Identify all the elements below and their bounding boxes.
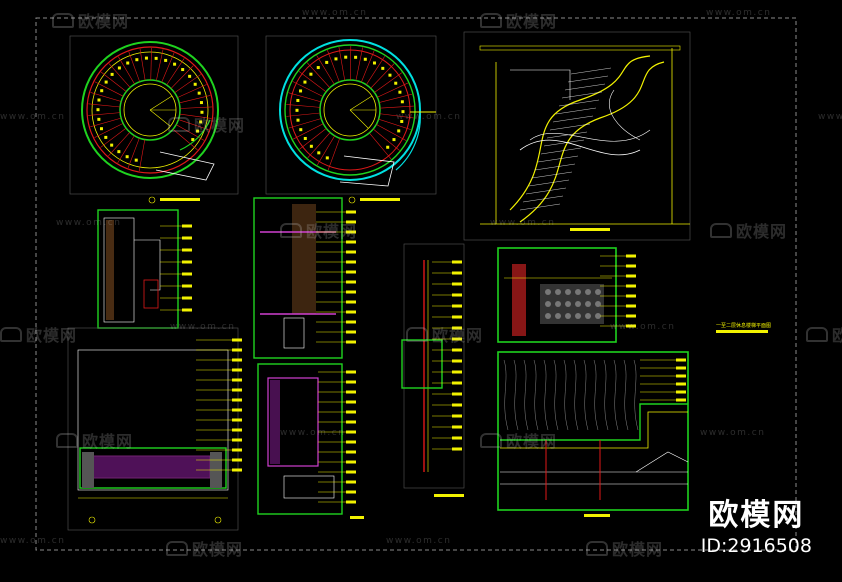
section-detail-b xyxy=(67,327,242,531)
drawing-title-mark xyxy=(716,330,768,333)
enlarged-detail-f xyxy=(497,247,636,343)
sheet-border xyxy=(35,17,797,551)
brand-stamp: 欧模网 ID:2916508 xyxy=(701,498,812,558)
brand-logo-text: 欧模网 xyxy=(708,498,805,533)
brand-id-text: ID:2916508 xyxy=(700,535,812,557)
enlarged-detail-g xyxy=(497,351,689,517)
spiral-stair-plan-1 xyxy=(69,35,239,204)
drawing-title-note: 一至二层休息楼梯平面图 xyxy=(716,323,772,329)
section-detail-d xyxy=(257,363,364,519)
spiral-stair-plan-2 xyxy=(265,35,437,204)
section-detail-c xyxy=(253,197,356,359)
section-detail-e xyxy=(401,243,465,497)
spiral-stair-elevation xyxy=(463,31,691,241)
section-detail-a xyxy=(97,209,192,329)
